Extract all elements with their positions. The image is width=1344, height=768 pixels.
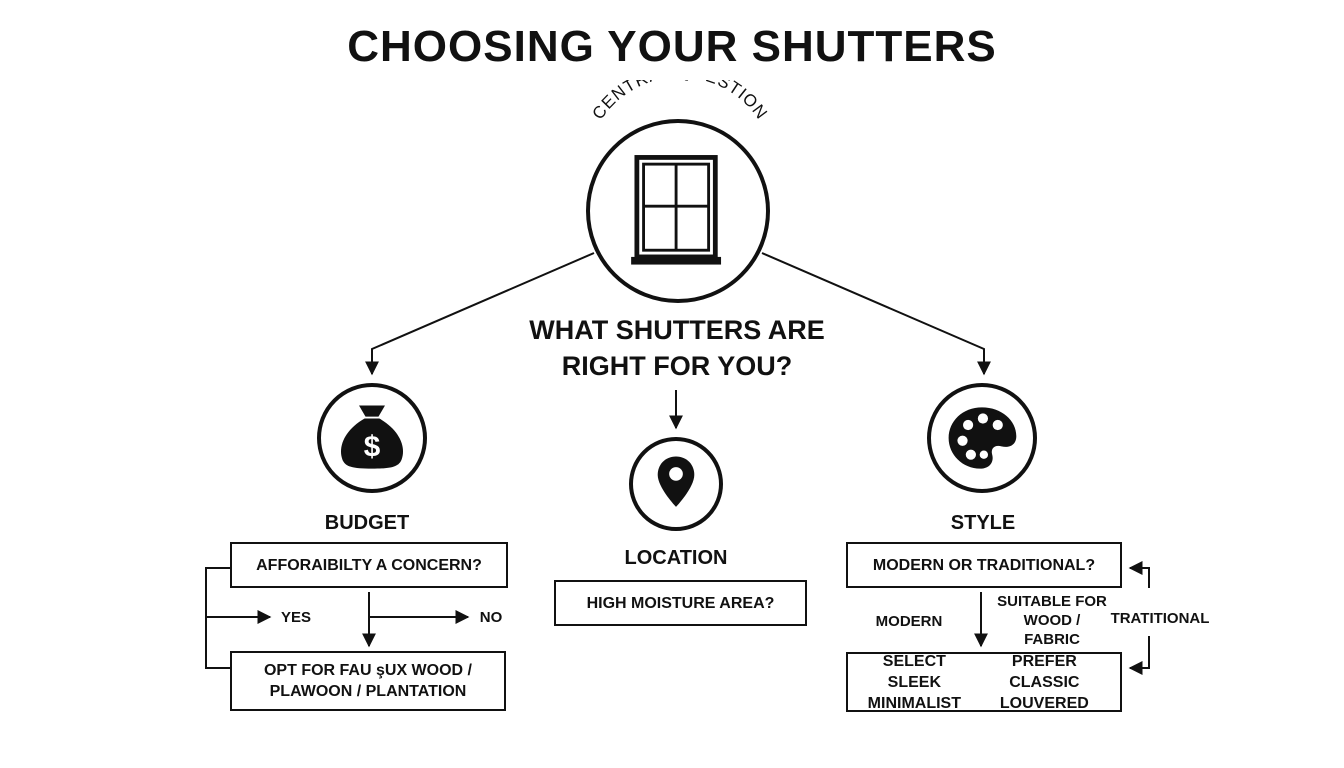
style-result-right-line-1: PREFER CLASSIC [1009, 652, 1080, 691]
page-title: CHOOSING YOUR SHUTTERS [347, 22, 997, 71]
style-traditional-label: TRATITIONAL [1110, 610, 1210, 627]
style-result-left-line-1: SELECT SLEEK [882, 652, 946, 691]
style-question-box: MODERN OR TRADITIONAL? [846, 542, 1122, 588]
style-result-left: SELECT SLEEK MINIMALIST [854, 651, 975, 714]
connector-style-loop-bottom [1128, 636, 1150, 675]
style-suitable-line-3: FABRIC [1024, 631, 1080, 648]
style-suitable-label: SUITABLE FOR WOOD / FABRIC [992, 592, 1112, 649]
budget-circle: $ [317, 383, 427, 493]
style-suitable-line-1: SUITABLE FOR [997, 593, 1107, 610]
budget-question-box: AFFORAIBILTY A CONCERN? [230, 542, 508, 588]
budget-result-box: OPT FOR FAU şUX WOOD / PLAWOON / PLANTAT… [230, 651, 506, 711]
style-circle [927, 383, 1037, 493]
style-result-box: SELECT SLEEK MINIMALIST PREFER CLASSIC L… [846, 652, 1122, 712]
location-pin-icon [657, 456, 695, 507]
central-circle [586, 119, 770, 303]
palette-icon [948, 407, 1017, 469]
connector-style-loop-top [1128, 561, 1150, 588]
budget-result-line-2: PLAWOON / PLANTATION [269, 683, 467, 700]
svg-text:$: $ [364, 431, 381, 464]
central-question: WHAT SHUTTERS ARE RIGHT FOR YOU? [472, 312, 882, 384]
central-question-line-2: RIGHT FOR YOU? [561, 351, 793, 381]
style-result-right-line-2: LOUVERED [999, 694, 1089, 712]
connector-central-style [761, 252, 991, 376]
location-heading: LOCATION [624, 547, 728, 569]
svg-text:CENTRAL QUESTION: CENTRAL QUESTION [588, 80, 771, 123]
style-modern-label: MODERN [875, 613, 943, 630]
style-result-right: PREFER CLASSIC LOUVERED [975, 651, 1114, 714]
style-result-left-line-2: MINIMALIST [867, 694, 961, 712]
style-heading: STYLE [950, 512, 1016, 534]
budget-yes-label: YES [280, 609, 311, 626]
location-circle [629, 437, 723, 531]
budget-result-line-1: OPT FOR FAU şUX WOOD / [263, 662, 472, 679]
central-question-label: CENTRAL QUESTION [588, 80, 771, 123]
central-question-line-1: WHAT SHUTTERS ARE [529, 315, 825, 345]
money-bag-icon: $ [340, 405, 404, 469]
style-suitable-line-2: WOOD / [1023, 612, 1081, 629]
location-question-box: HIGH MOISTURE AREA? [554, 580, 807, 626]
budget-no-label: NO [479, 609, 503, 626]
window-icon [631, 155, 722, 265]
budget-heading: BUDGET [324, 512, 410, 534]
connector-central-budget [365, 252, 595, 376]
